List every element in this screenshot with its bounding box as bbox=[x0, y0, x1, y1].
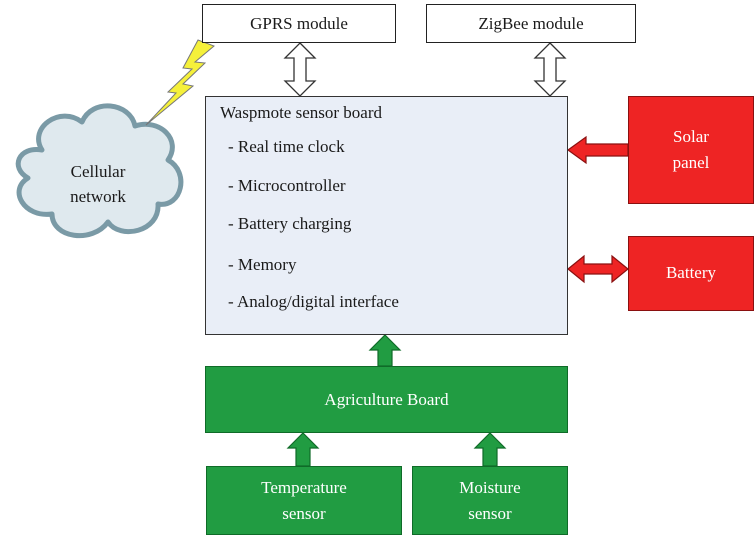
main-board-title: Waspmote sensor board bbox=[220, 103, 382, 122]
waspmote-sensor-board: Waspmote sensor board - Real time clock … bbox=[205, 96, 568, 335]
cellular-network-label: Cellular network bbox=[46, 160, 150, 209]
moisture-to-agri-arrow bbox=[473, 432, 507, 467]
battery-link-arrow bbox=[567, 254, 629, 284]
feature-item: - Analog/digital interface bbox=[228, 292, 399, 311]
solar-label-line1: Solar bbox=[673, 126, 709, 146]
moisture-label-line1: Moisture bbox=[459, 478, 521, 497]
gprs-module: GPRS module bbox=[202, 4, 396, 43]
temperature-label-line2: sensor bbox=[282, 503, 326, 523]
lightning-icon bbox=[145, 39, 215, 126]
solar-label-line2: panel bbox=[672, 153, 710, 172]
feature-item: - Microcontroller bbox=[228, 176, 346, 195]
moisture-label-line2: sensor bbox=[468, 503, 512, 523]
temperature-sensor: Temperature sensor bbox=[206, 466, 402, 535]
solar-panel: Solar panel bbox=[628, 96, 754, 204]
agriculture-board: Agriculture Board bbox=[205, 366, 568, 433]
moisture-sensor: Moisture sensor bbox=[412, 466, 568, 535]
agriculture-board-label: Agriculture Board bbox=[324, 389, 449, 409]
cloud-label-line2: network bbox=[70, 186, 126, 206]
battery: Battery bbox=[628, 236, 754, 311]
zigbee-module: ZigBee module bbox=[426, 4, 636, 43]
zigbee-module-label: ZigBee module bbox=[478, 13, 584, 33]
feature-item: - Battery charging bbox=[228, 214, 352, 233]
solar-power-arrow bbox=[566, 135, 629, 165]
feature-item: - Memory bbox=[228, 255, 297, 274]
feature-item: - Real time clock bbox=[228, 137, 345, 156]
gprs-link-arrow bbox=[283, 42, 317, 97]
temperature-label-line1: Temperature bbox=[261, 478, 347, 497]
zigbee-link-arrow bbox=[533, 42, 567, 97]
cloud-label-line1: Cellular bbox=[70, 162, 126, 181]
cellular-cloud bbox=[15, 103, 184, 239]
battery-label: Battery bbox=[665, 263, 717, 283]
gprs-module-label: GPRS module bbox=[250, 13, 348, 33]
agri-to-main-arrow bbox=[368, 334, 402, 367]
temperature-to-agri-arrow bbox=[286, 432, 320, 467]
